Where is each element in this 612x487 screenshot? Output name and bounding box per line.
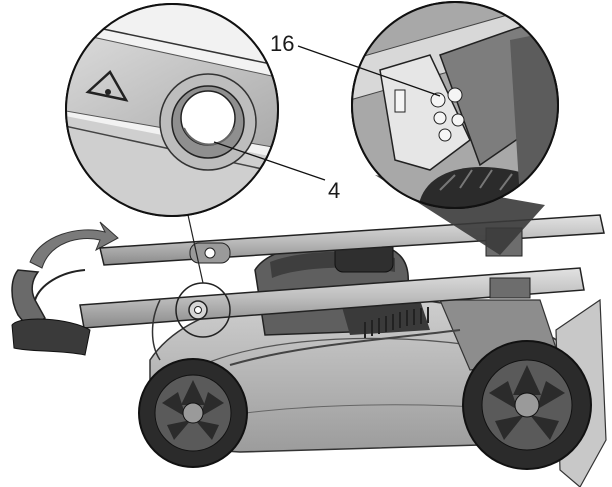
magnifier-left bbox=[65, 3, 279, 217]
callout-label-4: 4 bbox=[328, 178, 341, 203]
leader-line-4 bbox=[213, 141, 326, 181]
magnifier-leader-left bbox=[187, 214, 204, 284]
front-wheel bbox=[138, 358, 248, 468]
rear-wheel bbox=[462, 340, 592, 470]
leader-line-16 bbox=[297, 45, 441, 97]
magnifier-right bbox=[351, 1, 559, 209]
callout-label-16: 16 bbox=[270, 31, 295, 56]
